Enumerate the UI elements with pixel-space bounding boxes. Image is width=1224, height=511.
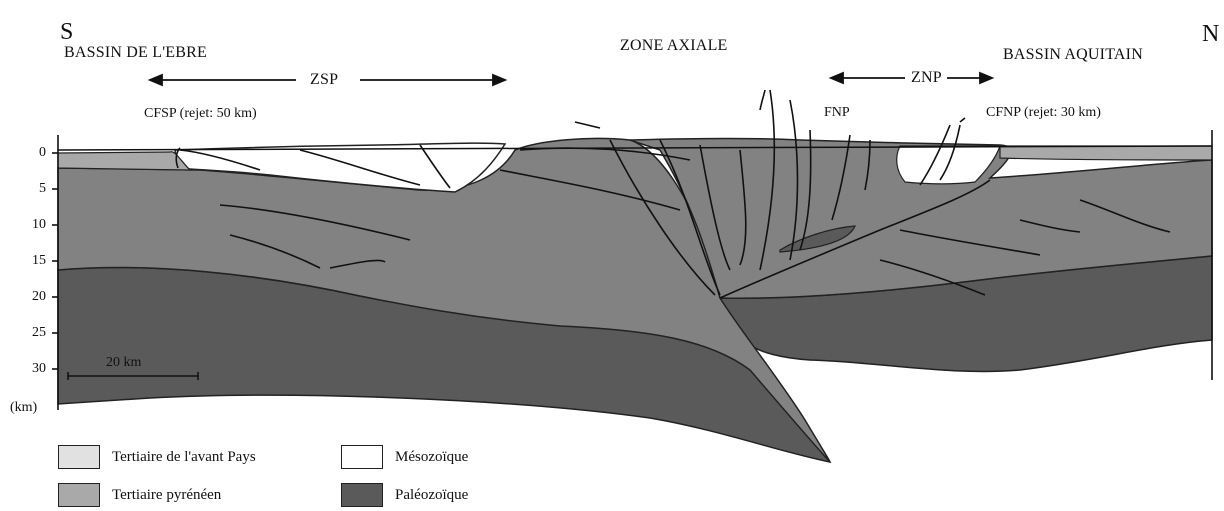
legend-item: Tertiaire de l'avant Pays (58, 444, 256, 470)
fault-label-cfsp: CFSP (rejet: 50 km) (144, 107, 257, 121)
depth-tick: 15 (6, 254, 46, 268)
north-label: N (1202, 22, 1219, 46)
depth-tick: 25 (6, 326, 46, 340)
zone-label-zsp: ZSP (306, 72, 342, 88)
legend-label: Tertiaire pyrénéen (112, 487, 221, 504)
depth-unit: (km) (10, 401, 37, 415)
legend-label: Mésozoïque (395, 449, 468, 466)
depth-axis (52, 135, 58, 410)
scale-bar-label: 20 km (106, 356, 141, 370)
legend-item: Paléozoïque (341, 482, 468, 508)
legend-swatch-mesozoique (341, 445, 383, 469)
legend-label: Paléozoïque (395, 487, 468, 504)
depth-tick: 30 (6, 362, 46, 376)
fault-label-cfnp: CFNP (rejet: 30 km) (986, 106, 1101, 120)
tertiaire-pyreneen-north (1000, 146, 1212, 160)
legend-swatch-tertiaire-avant-pays (58, 445, 100, 469)
legend-item: Tertiaire pyrénéen (58, 482, 221, 508)
zone-label-znp: ZNP (908, 70, 945, 86)
region-label-aquitain: BASSIN AQUITAIN (1003, 47, 1143, 63)
depth-tick: 20 (6, 290, 46, 304)
legend-label: Tertiaire de l'avant Pays (112, 449, 256, 466)
tertiaire-pyreneen-south (58, 152, 190, 170)
depth-tick: 0 (6, 146, 46, 160)
fault-label-fnp: FNP (824, 106, 850, 120)
zone-arrows (150, 73, 992, 85)
depth-tick: 5 (6, 182, 46, 196)
legend-swatch-paleozoique (341, 483, 383, 507)
depth-tick: 10 (6, 218, 46, 232)
region-label-ebre: BASSIN DE L'EBRE (64, 45, 207, 61)
region-label-axial: ZONE AXIALE (620, 38, 728, 54)
legend-swatch-tertiaire-pyreneen (58, 483, 100, 507)
legend-item: Mésozoïque (341, 444, 468, 470)
south-label: S (60, 20, 73, 44)
